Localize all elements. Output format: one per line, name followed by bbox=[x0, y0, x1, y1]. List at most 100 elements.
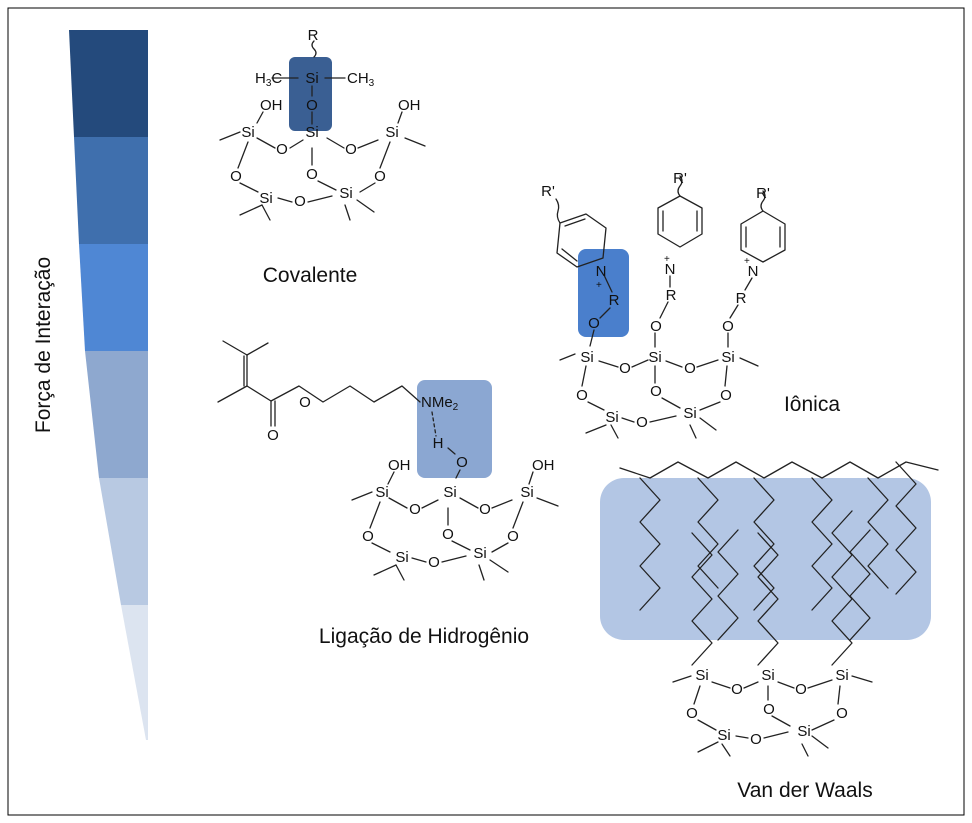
atom-o: O bbox=[836, 705, 848, 722]
atom-si: Si bbox=[721, 349, 734, 366]
atom-o: O bbox=[230, 168, 242, 185]
charge-plus: + bbox=[596, 280, 602, 291]
atom-si: Si bbox=[580, 349, 593, 366]
atom-si: Si bbox=[473, 545, 486, 562]
atom-si: Si bbox=[305, 70, 318, 87]
atom-oh: OH bbox=[532, 457, 555, 474]
atom-si: Si bbox=[683, 405, 696, 422]
atom-o: O bbox=[456, 454, 468, 471]
atom-h3c: H3C bbox=[255, 70, 282, 89]
charge-plus: + bbox=[664, 254, 670, 265]
atom-o: O bbox=[374, 168, 386, 185]
strength-band-4 bbox=[85, 351, 148, 478]
atom-o: O bbox=[795, 681, 807, 698]
atom-n: N bbox=[665, 261, 676, 278]
atom-si: Si bbox=[375, 484, 388, 501]
alkyl-chain bbox=[811, 477, 833, 611]
atom-r: R bbox=[308, 27, 319, 44]
label-hydrogen-bond: Ligação de Hidrogênio bbox=[319, 625, 529, 648]
atom-r: R bbox=[609, 292, 620, 309]
label-van-der-waals: Van der Waals bbox=[737, 779, 872, 802]
alkyl-chain bbox=[697, 477, 719, 589]
strength-band-5 bbox=[99, 478, 148, 605]
alkyl-chain bbox=[639, 477, 661, 611]
atom-o: O bbox=[650, 383, 662, 400]
label-covalent: Covalente bbox=[263, 264, 358, 287]
atom-si: Si bbox=[339, 185, 352, 202]
label-ionic: Iônica bbox=[784, 393, 840, 416]
atom-r: R bbox=[736, 290, 747, 307]
alkyl-chain bbox=[757, 532, 779, 666]
atom-r-prime: R' bbox=[756, 185, 770, 202]
atom-o: O bbox=[428, 554, 440, 571]
atom-o: O bbox=[267, 427, 279, 444]
atom-o: O bbox=[442, 526, 454, 543]
atom-o: O bbox=[306, 97, 318, 114]
atom-n: N bbox=[596, 263, 607, 280]
atom-r-prime: R' bbox=[673, 170, 687, 187]
atom-si: Si bbox=[797, 723, 810, 740]
atom-o: O bbox=[409, 501, 421, 518]
atom-si: Si bbox=[761, 667, 774, 684]
atom-o: O bbox=[722, 318, 734, 335]
alkyl-chain bbox=[831, 510, 853, 666]
figure-border bbox=[7, 7, 965, 816]
strength-wedge bbox=[69, 30, 148, 740]
atom-si: Si bbox=[648, 349, 661, 366]
strength-band-6 bbox=[121, 605, 148, 740]
atom-h: H bbox=[433, 435, 444, 452]
atom-r-prime: R' bbox=[541, 183, 555, 200]
atom-nme2: NMe2 bbox=[421, 394, 459, 413]
atom-si: Si bbox=[395, 549, 408, 566]
alkyl-chain bbox=[753, 477, 775, 611]
alkyl-chain bbox=[691, 532, 713, 666]
atom-si: Si bbox=[717, 727, 730, 744]
alkyl-chain bbox=[867, 477, 889, 589]
strength-band-3 bbox=[79, 244, 148, 351]
atom-o: O bbox=[684, 360, 696, 377]
atom-n: N bbox=[748, 263, 759, 280]
atom-o: O bbox=[650, 318, 662, 335]
atom-oh: OH bbox=[388, 457, 411, 474]
vdw-highlight bbox=[600, 478, 931, 640]
atom-si: Si bbox=[385, 124, 398, 141]
atom-o: O bbox=[720, 387, 732, 404]
ionic-structure: R' R' R' N + N + N + R R R O O O Si Si S… bbox=[541, 170, 840, 439]
atom-o: O bbox=[362, 528, 374, 545]
atom-si: Si bbox=[605, 409, 618, 426]
atom-si: Si bbox=[259, 190, 272, 207]
atom-o: O bbox=[345, 141, 357, 158]
atom-o: O bbox=[294, 193, 306, 210]
alkyl-chain bbox=[849, 529, 871, 641]
atom-o: O bbox=[686, 705, 698, 722]
van-der-waals-structure: Si Si Si O O O O O Si O Si Van der Waals bbox=[600, 461, 939, 802]
atom-o: O bbox=[576, 387, 588, 404]
atom-si: Si bbox=[241, 124, 254, 141]
atom-o: O bbox=[750, 731, 762, 748]
atom-o: O bbox=[507, 528, 519, 545]
atom-si: Si bbox=[443, 484, 456, 501]
atom-o: O bbox=[588, 315, 600, 332]
atom-o: O bbox=[479, 501, 491, 518]
atom-si: Si bbox=[520, 484, 533, 501]
covalent-structure: R H3C Si CH3 O OH OH Si Si Si O O O O O … bbox=[219, 27, 426, 287]
atom-ch3: CH3 bbox=[347, 70, 375, 89]
atom-o: O bbox=[619, 360, 631, 377]
covalent-highlight bbox=[289, 57, 332, 131]
hydrogen-highlight bbox=[417, 380, 492, 478]
atom-r: R bbox=[666, 287, 677, 304]
atom-si: Si bbox=[835, 667, 848, 684]
atom-o: O bbox=[276, 141, 288, 158]
ionic-highlight bbox=[578, 249, 629, 337]
atom-o: O bbox=[636, 414, 648, 431]
axis-label: Força de Interação bbox=[32, 257, 55, 433]
atom-si: Si bbox=[305, 124, 318, 141]
atom-si: Si bbox=[695, 667, 708, 684]
strength-band-2 bbox=[74, 137, 148, 244]
atom-o: O bbox=[306, 166, 318, 183]
atom-oh: OH bbox=[260, 97, 283, 114]
charge-plus: + bbox=[744, 256, 750, 267]
alkyl-chain bbox=[717, 529, 739, 641]
